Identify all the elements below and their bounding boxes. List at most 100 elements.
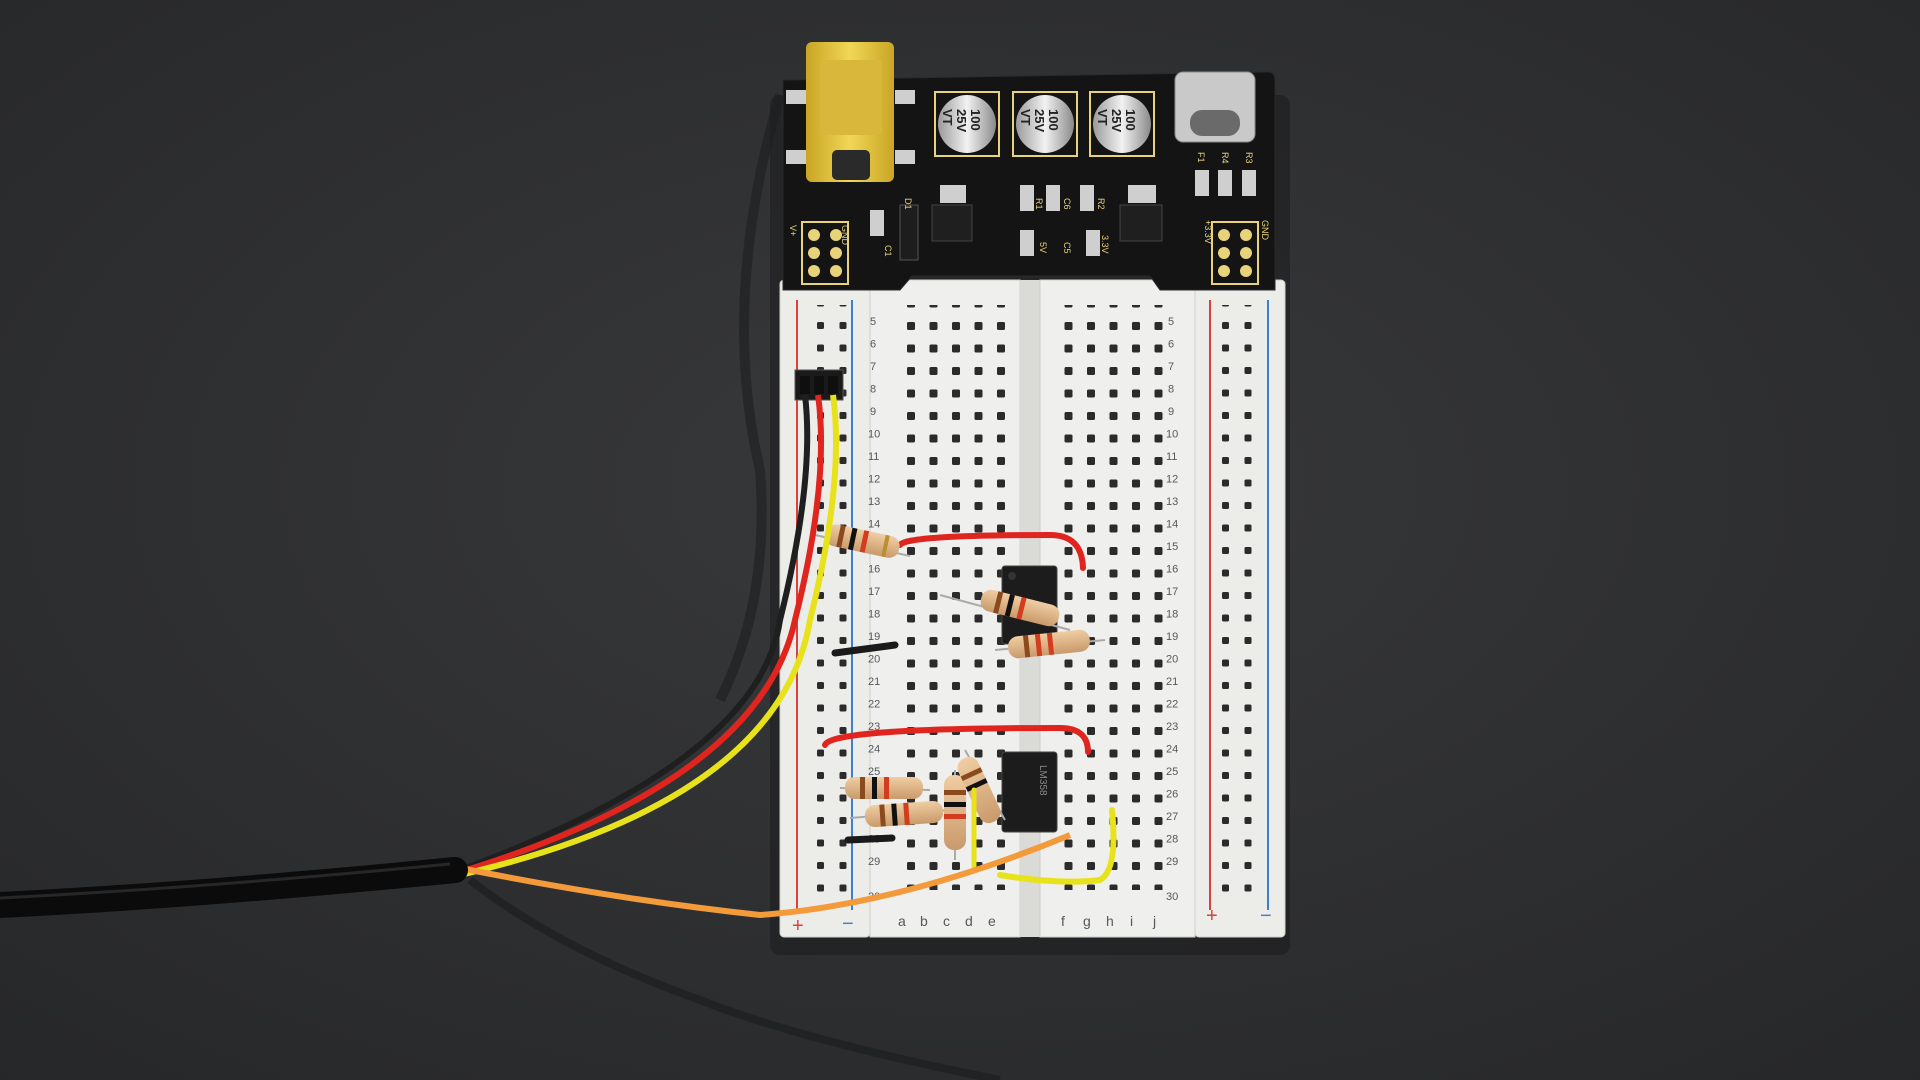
- row-label: 24: [868, 744, 880, 756]
- jack-pad: [786, 90, 806, 104]
- smd-component: [1195, 170, 1209, 196]
- row-label: 13: [1166, 496, 1178, 508]
- cable-wire-red: [459, 394, 825, 875]
- silk-vplus: V+: [788, 225, 798, 236]
- black-cable-behind: [715, 93, 785, 703]
- silk-3v3-rail: +3.3V: [1203, 220, 1213, 244]
- header-pins-left: [801, 221, 849, 285]
- row-label: 8: [1168, 384, 1174, 396]
- jack-pad: [895, 90, 915, 104]
- row-label: 10: [1166, 429, 1178, 441]
- column-label: c: [943, 913, 950, 929]
- column-label: j: [1152, 913, 1156, 929]
- cap-marking: 25V: [1109, 109, 1124, 132]
- row-label: 25: [1166, 766, 1178, 778]
- smd-component: [1218, 170, 1232, 196]
- cap-marking: VT: [940, 109, 955, 126]
- terminal-holes-right: [1053, 305, 1166, 890]
- row-label: 5: [1168, 316, 1174, 328]
- row-label: 19: [868, 631, 880, 643]
- resistor: [944, 770, 966, 860]
- jack-pad: [895, 150, 915, 164]
- row-labels-right: 5 6 7 8 9 10 11 12 13 14 15 16 17 18 19 …: [1166, 316, 1178, 903]
- smd-component: [1020, 230, 1034, 256]
- cap-marking: 100: [1123, 109, 1138, 131]
- row-label: 21: [1166, 676, 1178, 688]
- rail-minus-left: −: [842, 913, 854, 935]
- silk-r4: R4: [1220, 152, 1230, 164]
- smd-component: [899, 204, 919, 261]
- cable-wire-yellow: [459, 394, 840, 878]
- row-label: 20: [868, 654, 880, 666]
- column-label: g: [1083, 913, 1091, 929]
- column-label: b: [920, 913, 928, 929]
- cap-marking: VT: [1095, 109, 1110, 126]
- smd-component: [1080, 185, 1094, 211]
- column-label: f: [1061, 913, 1065, 929]
- column-label: e: [988, 913, 996, 929]
- row-label: 13: [868, 496, 880, 508]
- row-label: 27: [1166, 811, 1178, 823]
- row-label: 11: [868, 451, 879, 463]
- column-label: h: [1106, 913, 1114, 929]
- black-cable-highlight: [0, 862, 451, 900]
- column-label: a: [898, 913, 906, 929]
- electrolytic-capacitor: 100 25V VT: [934, 91, 1000, 157]
- row-label: 14: [1166, 519, 1178, 531]
- silk-r3: R3: [1244, 152, 1254, 164]
- row-label: 21: [868, 676, 880, 688]
- row-label: 15: [1166, 541, 1178, 553]
- row-label: 18: [1166, 609, 1178, 621]
- smd-component: [1020, 185, 1034, 211]
- row-label: 18: [868, 609, 880, 621]
- dc-jack-socket: [832, 150, 870, 180]
- jumper-wire-black: [844, 834, 896, 844]
- cap-marking: VT: [1018, 109, 1033, 126]
- rail-plus-right: +: [1206, 905, 1218, 927]
- cable-wire-black: [458, 394, 811, 873]
- cable-wire-orange: [459, 832, 1072, 919]
- row-label: 6: [1168, 339, 1174, 351]
- right-rail-holes-a: [1218, 305, 1241, 905]
- column-label: i: [1130, 913, 1133, 929]
- row-label: 22: [868, 699, 880, 711]
- resistor: [994, 629, 1106, 659]
- silk-c1: C1: [883, 245, 893, 257]
- cap-marking: 100: [1046, 109, 1061, 131]
- row-label: 16: [868, 564, 880, 576]
- jumper-wire-red-lower: [822, 724, 1091, 755]
- row-label: 25: [868, 766, 880, 778]
- electrolytic-capacitor: 100 25V VT: [1089, 91, 1155, 157]
- resistor: [939, 589, 1071, 631]
- smd-component: [1046, 185, 1060, 211]
- row-label: 5: [870, 316, 876, 328]
- row-label: 17: [868, 586, 880, 598]
- power-supply-module: 100 25V VT 100 25V VT 100 25V VT: [782, 42, 1276, 291]
- row-label: 7: [1168, 361, 1174, 373]
- rail-plus-left: +: [792, 915, 804, 937]
- regulator-tab: [940, 185, 966, 203]
- silk-c5: C5: [1062, 242, 1072, 254]
- row-label: 16: [1166, 564, 1178, 576]
- silk-r2: R2: [1096, 198, 1106, 210]
- silk-c6: C6: [1062, 198, 1072, 210]
- silk-d1: D1: [903, 198, 913, 210]
- column-labels: a b c d e f g h i j: [898, 913, 1156, 929]
- regulator-tab: [1128, 185, 1156, 203]
- right-rail-holes-b: [1240, 305, 1263, 905]
- left-rail-holes-b: [826, 305, 849, 905]
- ic-marking: LM358: [1037, 765, 1048, 796]
- row-label: 9: [1168, 406, 1174, 418]
- row-label: 19: [1166, 631, 1178, 643]
- silk-gnd-right: GND: [1260, 220, 1270, 241]
- silk-5v: 5V: [1038, 242, 1048, 253]
- cap-marking: 25V: [1032, 109, 1047, 132]
- resistor: [839, 777, 931, 799]
- row-label: 28: [1166, 834, 1178, 846]
- row-label: 29: [868, 856, 880, 868]
- row-label: 7: [870, 361, 876, 373]
- row-label: 24: [1166, 744, 1178, 756]
- column-label: d: [965, 913, 973, 929]
- header-pins-right: [1211, 221, 1259, 285]
- row-label: 30: [1166, 891, 1178, 903]
